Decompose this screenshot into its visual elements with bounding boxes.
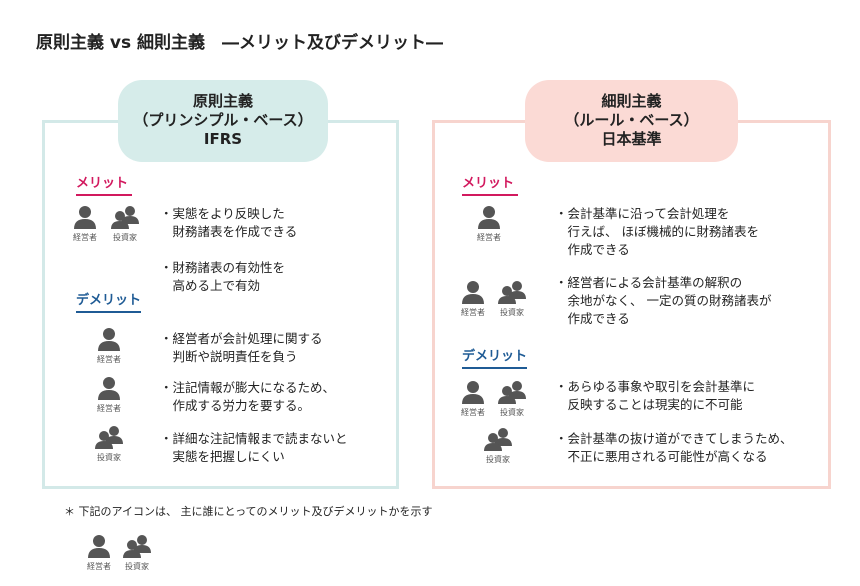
manager-icon: 経営者 [88, 376, 130, 414]
left-header-line: （プリンシプル・ベース） [133, 111, 313, 129]
left-demerit-item: ・注記情報が膨大になるため、 作成する労力を要する。 [160, 380, 336, 413]
right-demerit-item: ・会計基準の抜け道ができてしまうため、 不正に悪用される可能性が高くなる [555, 431, 793, 464]
left-header-line: 原則主義 [192, 92, 253, 110]
left-merit-heading: メリット [76, 172, 133, 196]
manager-icon: 経営者 [468, 205, 510, 243]
right-merit-item: ・経営者による会計基準の解釈の 余地がなく、 一定の質の財務諸表が 作成できる [555, 275, 772, 326]
investor-icon: 投資家 [491, 280, 533, 318]
left-demerit-item: ・詳細な注記情報まで読まないと 実態を把握しにくい [160, 431, 348, 464]
manager-icon: 経営者 [88, 327, 130, 365]
right-merit-item: ・会計基準に沿って会計処理を 行えば、 ほぼ機械的に財務諸表を 作成できる [555, 206, 759, 257]
manager-icon: 経営者 [452, 380, 494, 418]
icon-label: 投資家 [486, 455, 510, 464]
investor-icon: 投資家 [88, 425, 130, 463]
right-header-line: 日本基準 [601, 130, 662, 148]
left-header-line: IFRS [203, 130, 243, 148]
right-header-line: （ルール・ベース） [564, 111, 699, 129]
left-header: 原則主義 （プリンシプル・ベース） IFRS [118, 80, 328, 162]
right-demerit-item: ・あらゆる事象や取引を会計基準に 反映することは現実的に不可能 [555, 379, 756, 412]
icon-label: 投資家 [97, 453, 121, 462]
icon-label: 経営者 [87, 562, 111, 571]
investor-icon: 投資家 [477, 427, 519, 465]
right-merit-heading: メリット [462, 172, 519, 196]
investor-icon: 投資家 [116, 534, 158, 572]
icon-label: 経営者 [97, 355, 121, 364]
investor-icon: 投資家 [104, 205, 146, 243]
icon-label: 投資家 [125, 562, 149, 571]
page-title: 原則主義 vs 細則主義 ―メリット及びデメリット― [36, 33, 444, 53]
icon-label: 投資家 [500, 308, 524, 317]
left-demerit-item: ・経営者が会計処理に関する 判断や説明責任を負う [160, 331, 323, 364]
left-merit-item: ・実態をより反映した 財務諸表を作成できる [160, 206, 298, 239]
icon-label: 投資家 [113, 233, 137, 242]
manager-icon: 経営者 [78, 534, 120, 572]
left-demerit-heading: デメリット [76, 289, 142, 313]
icon-label: 経営者 [97, 404, 121, 413]
manager-icon: 経営者 [64, 205, 106, 243]
icon-label: 経営者 [461, 408, 485, 417]
left-merit-item: ・財務諸表の有効性を 高める上で有効 [160, 260, 286, 293]
right-header: 細則主義 （ルール・ベース） 日本基準 [525, 80, 738, 162]
footnote: ＊ 下記のアイコンは、 主に誰にとってのメリット及びデメリットかを示す [64, 505, 433, 518]
manager-icon: 経営者 [452, 280, 494, 318]
right-demerit-heading: デメリット [462, 345, 528, 369]
icon-label: 経営者 [461, 308, 485, 317]
investor-icon: 投資家 [491, 380, 533, 418]
icon-label: 経営者 [73, 233, 97, 242]
icon-label: 経営者 [477, 233, 501, 242]
icon-label: 投資家 [500, 408, 524, 417]
right-header-line: 細則主義 [601, 92, 662, 110]
